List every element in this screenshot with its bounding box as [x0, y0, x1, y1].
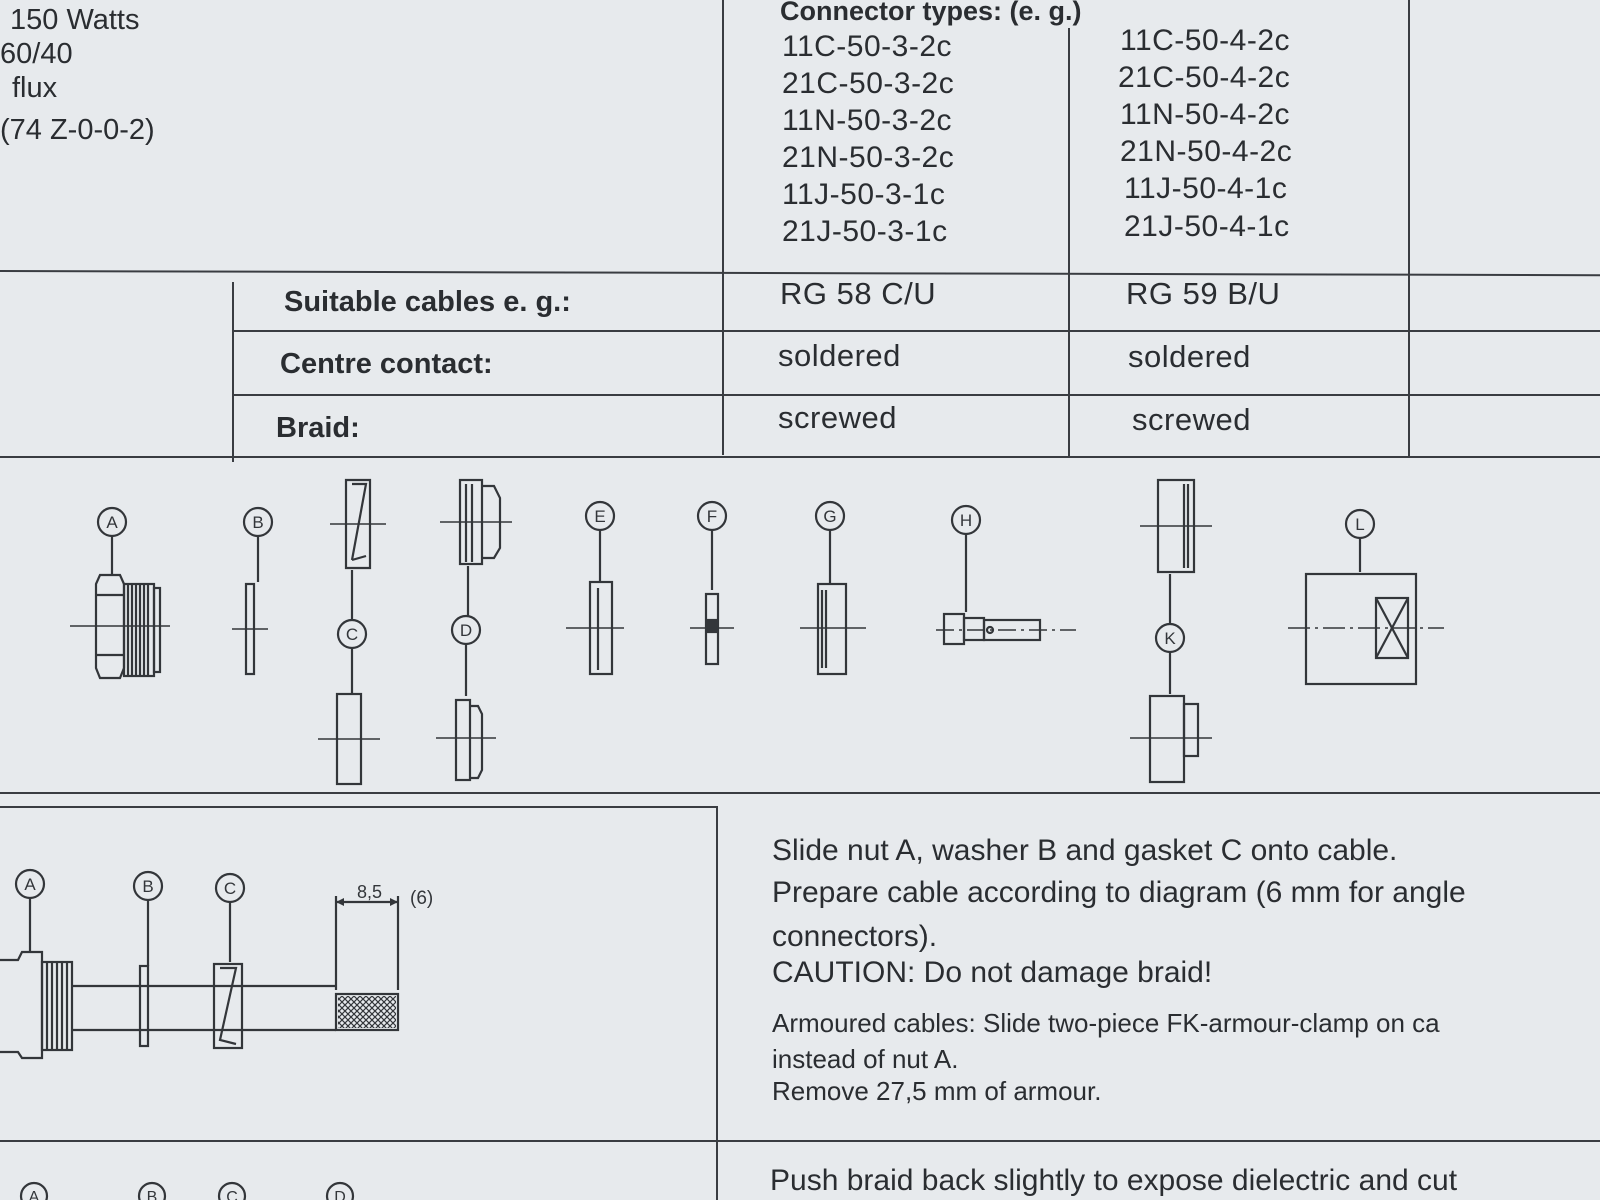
divider-h-7 — [0, 1140, 1600, 1142]
caution-line: CAUTION: Do not damage braid! — [772, 956, 1213, 989]
step2-label-c: C — [226, 1189, 238, 1200]
divider-h-3 — [232, 394, 1600, 396]
spec-part-number: (74 Z-0-0-2) — [0, 114, 155, 146]
part-label-h: H — [960, 511, 972, 530]
step2-diagram: A B C D — [19, 1181, 355, 1200]
cell-braid-2: screwed — [1132, 402, 1251, 437]
part-a-nut — [70, 506, 170, 680]
spec-flux: flux — [12, 72, 58, 104]
cell-cable-2: RG 59 B/U — [1126, 276, 1281, 311]
step2-instruction: Push braid back slightly to expose diele… — [770, 1164, 1458, 1197]
part-d — [436, 478, 512, 782]
part-label-e: E — [594, 507, 605, 526]
part-b-washer — [232, 506, 274, 676]
part-label-f: F — [707, 507, 717, 526]
connector-code: 21C-50-3-2c — [782, 67, 955, 100]
step2-label-b: B — [147, 1189, 158, 1200]
connector-code: 11J-50-4-1c — [1124, 172, 1288, 205]
connector-code: 11N-50-3-2c — [782, 104, 953, 137]
spec-wattage: 150 Watts — [10, 4, 140, 36]
part-label-l: L — [1355, 515, 1364, 534]
divider-h-2 — [232, 330, 1600, 332]
note-line: instead of nut A. — [772, 1044, 959, 1074]
cell-contact-1: soldered — [778, 338, 901, 373]
part-f — [690, 500, 734, 666]
part-label-b: B — [252, 513, 263, 532]
divider-v-3 — [1408, 0, 1410, 458]
connector-code: 11J-50-3-1c — [782, 178, 946, 211]
connector-code: 21J-50-3-1c — [782, 215, 948, 248]
part-g — [800, 500, 866, 676]
divider-h-4 — [0, 456, 1600, 458]
step1-label-a: A — [24, 875, 36, 894]
divider-v-2 — [1068, 28, 1070, 456]
note-line: Armoured cables: Slide two-piece FK-armo… — [772, 1008, 1440, 1038]
divider-h-6 — [0, 806, 718, 808]
dimension-label: 8,5 — [357, 882, 382, 902]
row-label-centre-contact: Centre contact: — [280, 348, 493, 380]
cable-preparation-diagram: A B C 8,5 (6) — [0, 868, 433, 1060]
spec-solder-alloy: 60/40 — [0, 38, 73, 70]
part-e — [566, 500, 624, 676]
cell-braid-1: screwed — [778, 400, 897, 435]
cell-contact-2: soldered — [1128, 339, 1251, 374]
cell-cable-1: RG 58 C/U — [780, 276, 937, 311]
row-label-cables: Suitable cables e. g.: — [284, 286, 571, 318]
part-label-k: K — [1164, 629, 1176, 648]
part-label-d: D — [460, 621, 472, 640]
parts-diagram: A B C D E F G H K L — [70, 478, 1444, 786]
dimension-alt-label: (6) — [410, 888, 433, 909]
instruction-line: Prepare cable according to diagram (6 mm… — [772, 876, 1466, 909]
connector-code: 11C-50-4-2c — [1120, 24, 1291, 57]
part-label-c: C — [346, 625, 358, 644]
part-label-g: G — [823, 507, 836, 526]
instruction-line: connectors). — [772, 920, 938, 953]
divider-h-5 — [0, 792, 1600, 794]
part-l — [1288, 508, 1444, 686]
braid-hatch — [338, 996, 396, 1028]
connector-code: 21N-50-3-2c — [782, 141, 955, 174]
part-label-a: A — [106, 513, 118, 532]
note-line: Remove 27,5 mm of armour. — [772, 1076, 1102, 1106]
divider-v-label — [232, 282, 234, 462]
part-h-contact-pin — [936, 504, 1076, 646]
connector-types-heading: Connector types: (e. g.) — [780, 0, 1082, 26]
part-c-gasket — [318, 478, 386, 786]
divider-v-1 — [722, 0, 724, 455]
part-k — [1130, 478, 1212, 784]
instruction-line: Slide nut A, washer B and gasket C onto … — [772, 834, 1398, 867]
connector-code: 11N-50-4-2c — [1120, 98, 1291, 131]
connector-code: 21N-50-4-2c — [1120, 135, 1293, 168]
row-label-braid: Braid: — [276, 412, 360, 444]
step2-label-d: D — [334, 1189, 346, 1200]
step2-label-a: A — [29, 1189, 40, 1200]
connector-code: 21C-50-4-2c — [1118, 61, 1291, 94]
connector-code: 11C-50-3-2c — [782, 30, 953, 63]
connector-code: 21J-50-4-1c — [1124, 210, 1290, 243]
step1-label-c: C — [224, 879, 236, 898]
divider-v-4 — [716, 806, 718, 1200]
step1-label-b: B — [142, 877, 153, 896]
